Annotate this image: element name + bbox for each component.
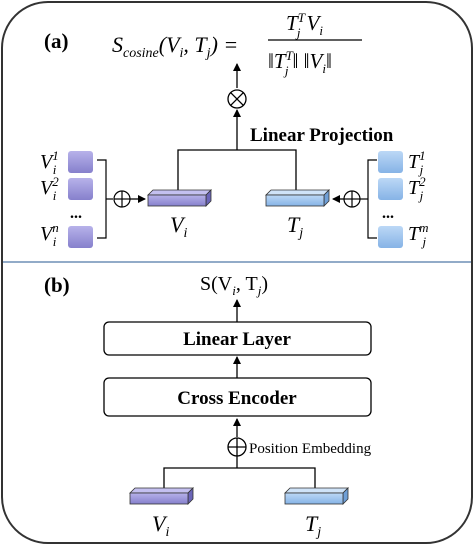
panel-a-label: (a) [44, 29, 69, 53]
linear-layer-box [103, 321, 372, 356]
cross-encoder-label: Cross Encoder [177, 388, 297, 409]
v-ellipsis: ... [70, 205, 82, 222]
v-bar-top [147, 189, 212, 196]
v-square-n [68, 226, 93, 248]
v-input-bar-b [129, 487, 194, 505]
v-square-2 [68, 178, 93, 200]
t-ellipsis: ... [382, 205, 394, 222]
v-bar-label: Vi [170, 212, 187, 241]
linear-layer-label: Linear Layer [183, 329, 291, 350]
vb-bar-top [129, 487, 194, 494]
t-square-1 [378, 151, 403, 173]
position-embedding-label: Position Embedding [249, 441, 372, 457]
v-square-1 [68, 151, 93, 173]
t-square-2 [378, 178, 403, 200]
inputs-join [163, 467, 316, 488]
t-input-bar-b [284, 487, 349, 505]
tb-bar-front [284, 492, 344, 505]
right-bracket [367, 159, 377, 239]
tb-bar-top [284, 487, 349, 494]
formula-lhs: Scosine(Vi, Tj) = [112, 32, 238, 61]
t-bar-front [265, 194, 325, 207]
output-score-label: S(Vi, Tj) [200, 273, 268, 298]
projection-join [177, 149, 297, 195]
vb-bar-front [129, 492, 189, 505]
t-bar-label: Tj [287, 212, 303, 241]
t-embedding-bar [265, 189, 330, 207]
t-square-m [378, 226, 403, 248]
cross-encoder-box [103, 377, 372, 417]
vb-label: Vi [152, 511, 169, 540]
v-embedding-bar [147, 189, 212, 207]
multiply-icon-cross-b [230, 92, 244, 106]
t-bar-top [265, 189, 330, 196]
panel-b-label: (b) [44, 273, 70, 297]
v-bar-front [147, 194, 207, 207]
tb-label: Tj [305, 511, 321, 540]
linear-projection-label: Linear Projection [250, 125, 394, 146]
